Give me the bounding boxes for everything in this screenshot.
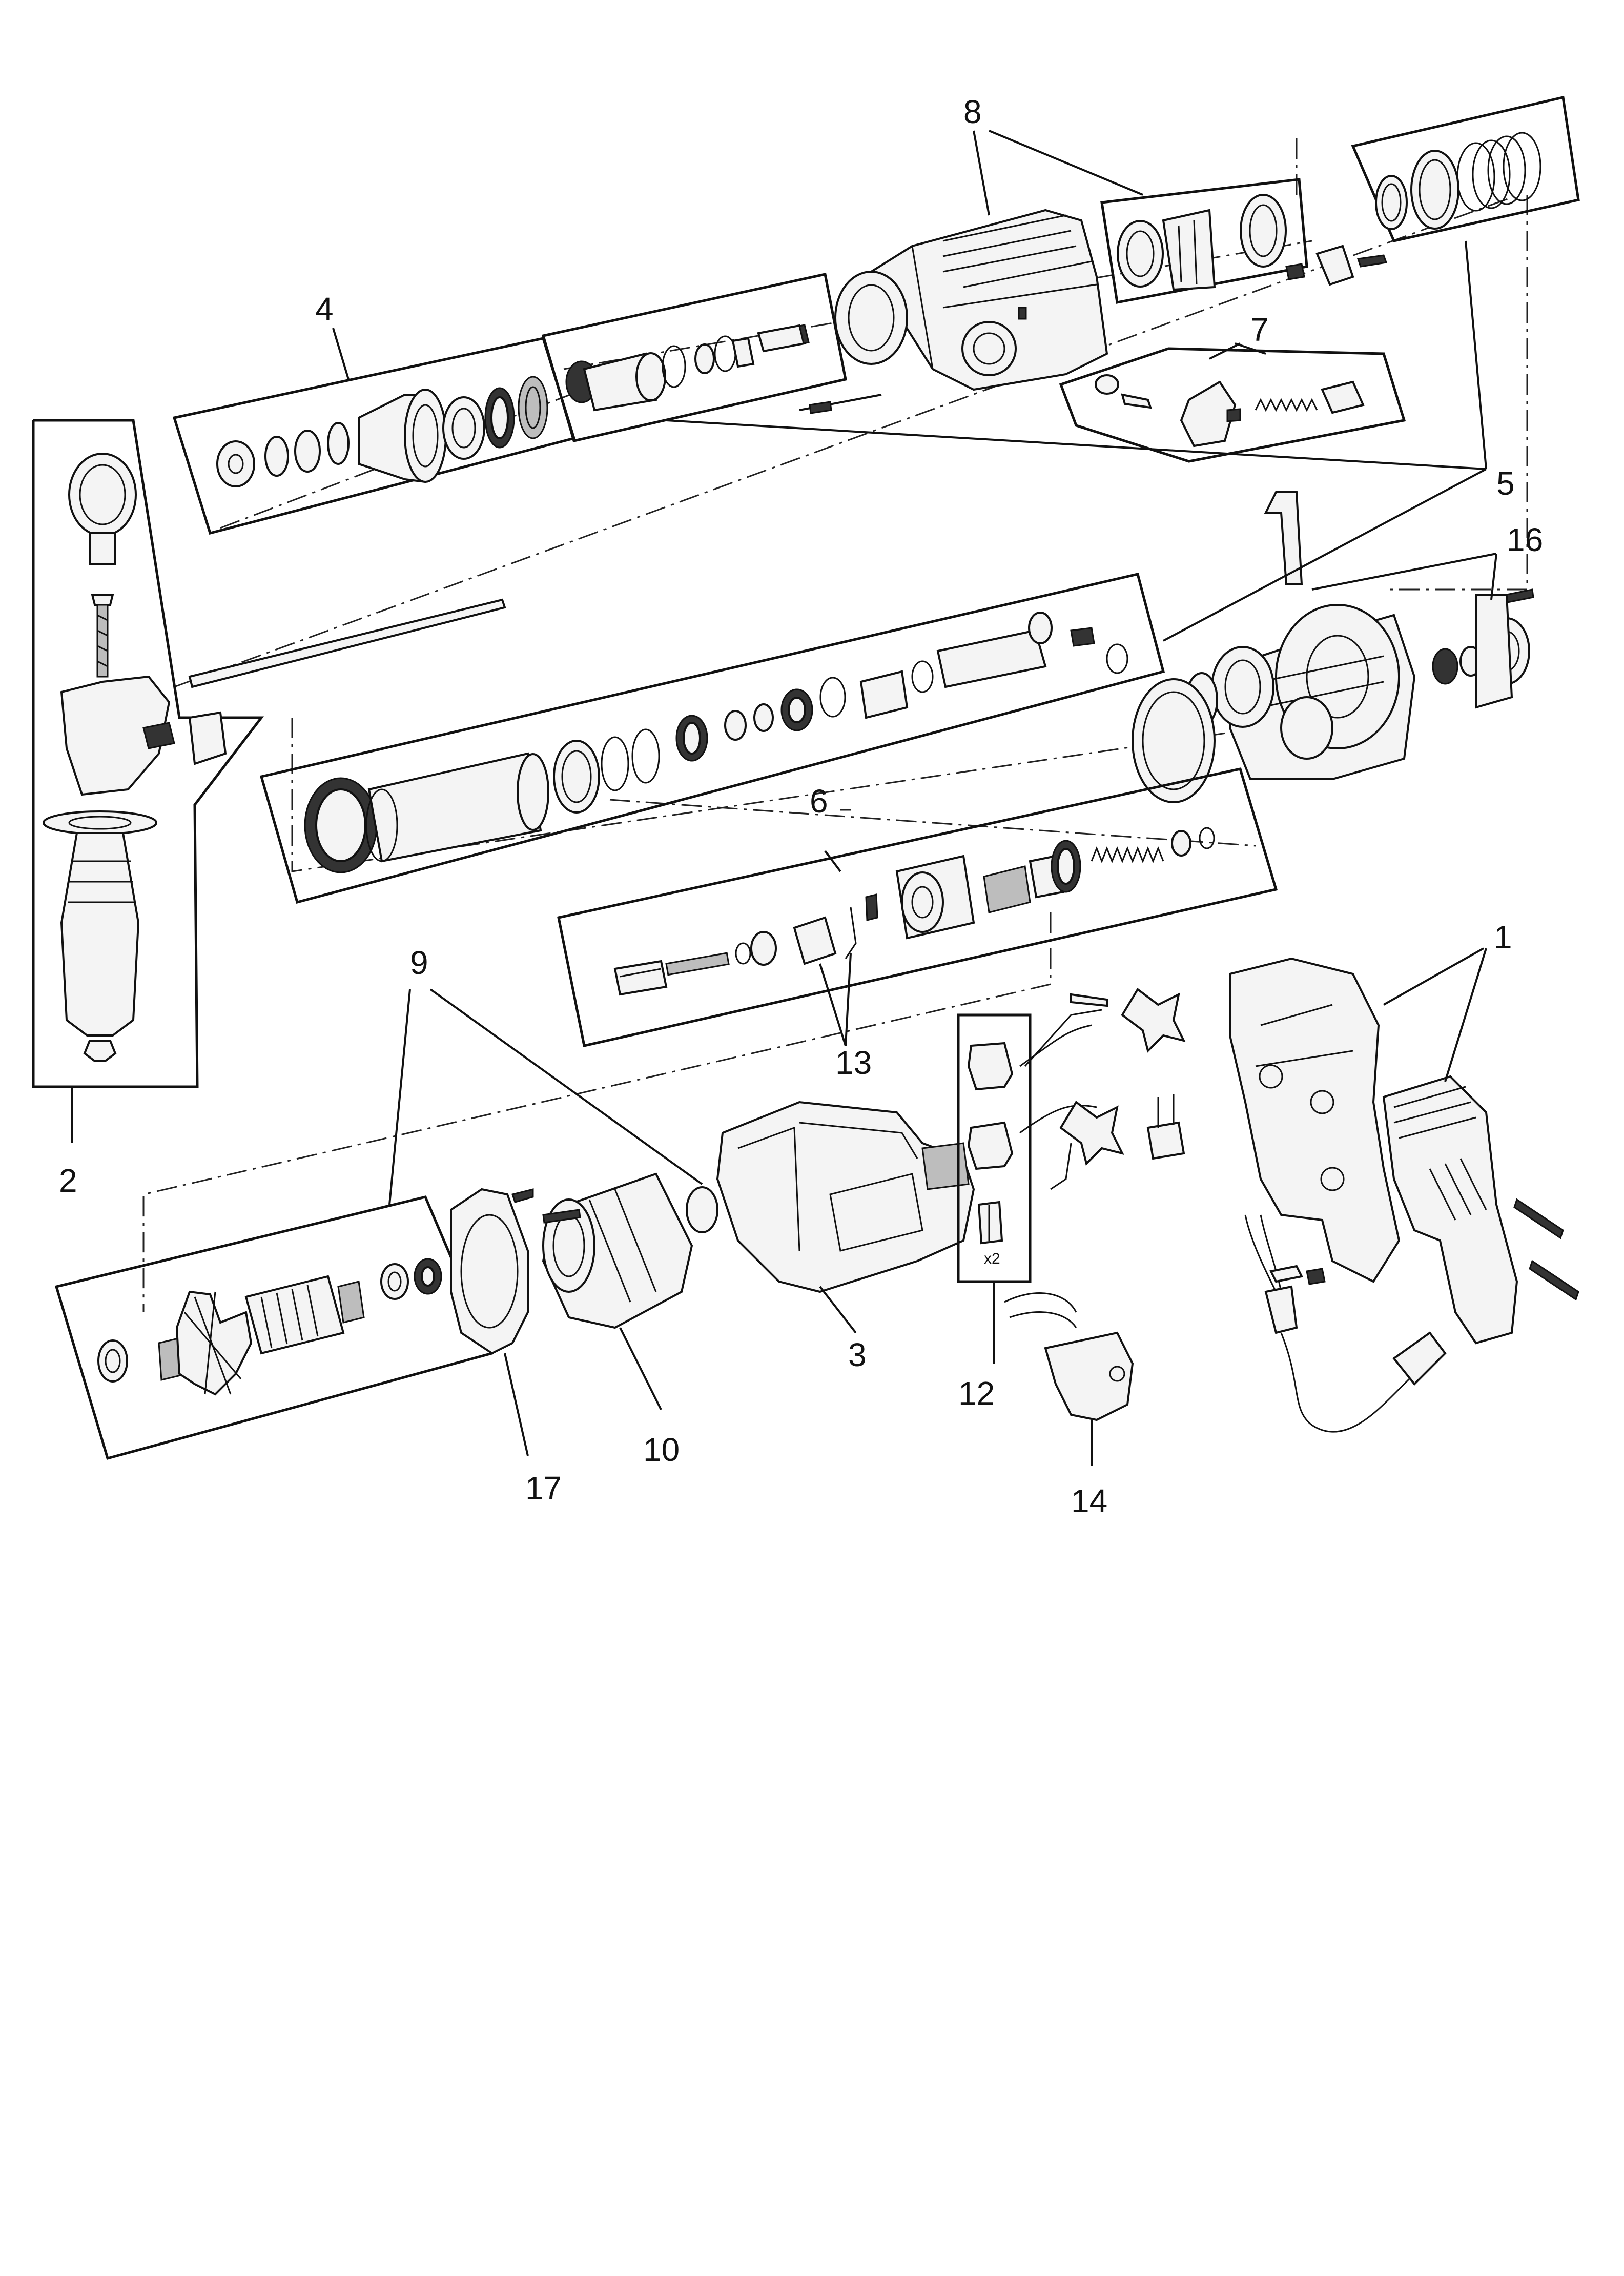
label-part-8: 8: [963, 93, 982, 130]
part-17-baffle: [450, 1188, 534, 1456]
label-part-13: 13: [835, 1044, 872, 1081]
label-part-2: 2: [59, 1162, 77, 1199]
label-part-12: 12: [958, 1375, 995, 1412]
group-5-lower: [259, 573, 1165, 904]
label-part-10: 10: [643, 1431, 680, 1468]
group-spring-upper-right: [1351, 95, 1580, 242]
label-part-6: 6: [810, 783, 828, 820]
label-part-17: 17: [525, 1470, 562, 1507]
part-14-switch: [1004, 1292, 1134, 1466]
label-part-4: 4: [315, 291, 334, 328]
label-part-14: 14: [1071, 1482, 1107, 1519]
part-1-handle-housing: [1229, 947, 1579, 1345]
brush-quantity-note: x2: [984, 1250, 1000, 1267]
label-part-7: 7: [1250, 311, 1269, 348]
group-9-armature: [54, 1195, 494, 1460]
group-2-side-handle: [32, 419, 264, 1088]
leader-lines: [71, 130, 1497, 1205]
label-part-1: 1: [1494, 919, 1512, 956]
group-5-upper: [541, 273, 882, 442]
long-rod: [188, 598, 506, 688]
label-part-9: 9: [410, 944, 428, 981]
group-6-gear-shafts: [557, 767, 1278, 1048]
part-10-stator: [542, 1172, 718, 1410]
label-part-16: 16: [1507, 521, 1543, 558]
group-8-housing: [834, 178, 1388, 391]
group-12-brush-holders: x2: [957, 988, 1186, 1364]
power-cord: [1244, 1214, 1447, 1433]
label-part-3: 3: [848, 1336, 867, 1373]
group-16-bearing-housing: [1132, 491, 1534, 803]
label-part-5: 5: [1496, 465, 1515, 502]
group-4-chuck: [172, 337, 576, 535]
part-3-motor-housing: [716, 1101, 975, 1334]
part-number-labels: 1 2 3 4 5 6 7 8 9 10 12 13 14 16 17: [59, 93, 1543, 1519]
group-7-mode-selector: [1059, 347, 1406, 463]
